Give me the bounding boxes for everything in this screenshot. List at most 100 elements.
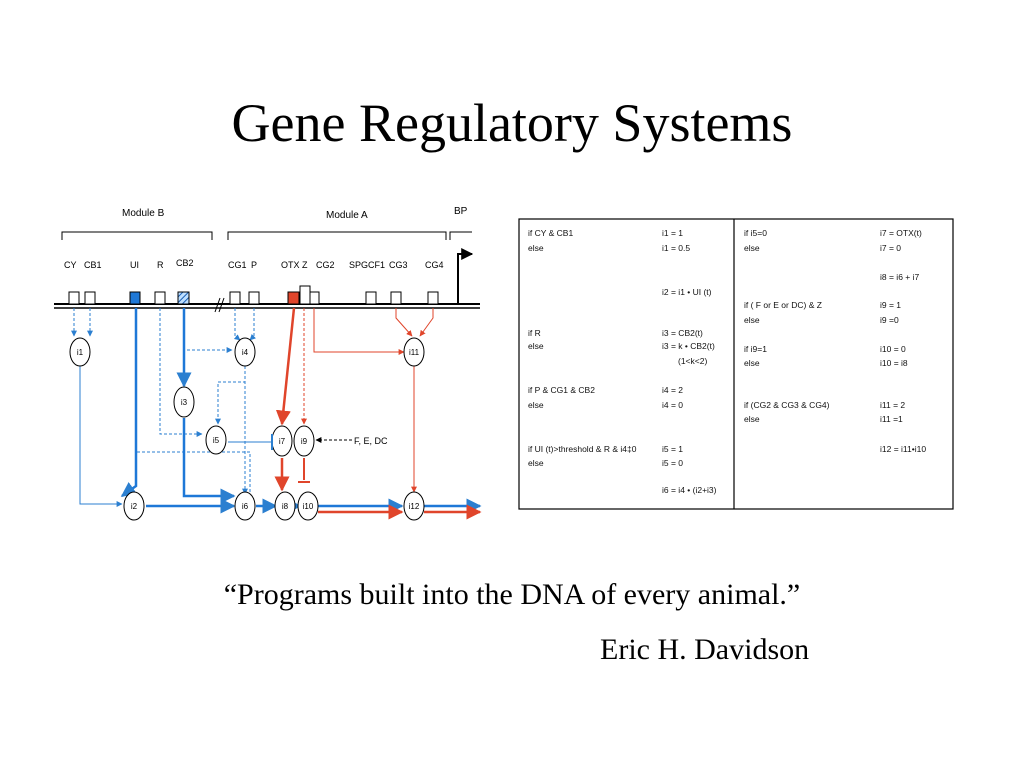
link-i9-i10	[298, 458, 310, 483]
left-cond-8: if UI (t)>threshold & R & i4‡0	[528, 444, 637, 454]
right-expr-4: i9 =0	[880, 315, 899, 325]
right-cond-0: if i5=0	[744, 228, 767, 238]
node-label-i3: i3	[181, 398, 188, 407]
site-box-cg4	[427, 291, 439, 305]
right-expr-9: i12 = i11•i10	[880, 444, 926, 454]
left-cond-7: else	[528, 400, 544, 410]
site-label-cg4: CG4	[425, 260, 444, 270]
link-cg1-i4	[233, 308, 241, 341]
link-cg4-i11	[419, 308, 434, 337]
left-expr-8: i5 = 1	[662, 444, 683, 454]
site-box-cg1	[229, 291, 241, 305]
node-label-i10: i10	[303, 502, 314, 511]
node-i9	[293, 425, 315, 457]
right-expr-8: i11 =1	[880, 414, 903, 424]
right-cond-6: else	[744, 358, 760, 368]
site-label-spgcf1: SPGCF1	[349, 260, 385, 270]
link-otx-i7	[275, 307, 296, 426]
right-expr-0: i7 = OTX(t)	[880, 228, 922, 238]
left-cond-4: else	[528, 341, 544, 351]
site-box-cg3	[390, 291, 402, 305]
link-i1-i2	[79, 366, 123, 507]
slide-title: Gene Regulatory Systems	[231, 93, 793, 153]
right-cond-4: else	[744, 315, 760, 325]
external-input-label: F, E, DC	[354, 436, 388, 446]
right-expr-5: i10 = 0	[880, 344, 906, 354]
site-box-cb2	[177, 291, 190, 305]
bp-label: BP	[454, 206, 468, 217]
left-cond-0: if CY & CB1	[528, 228, 573, 238]
node-label-i1: i1	[77, 348, 84, 357]
module-b-label: Module B	[122, 208, 165, 219]
module-a-bracket	[227, 231, 447, 240]
dna-break-mark	[214, 297, 221, 313]
site-label-r: R	[157, 260, 164, 270]
node-label-i12: i12	[409, 502, 420, 511]
node-label-i4: i4	[242, 348, 249, 357]
right-expr-7: i11 = 2	[880, 400, 905, 410]
node-i11	[403, 337, 425, 367]
site-label-z: Z	[302, 260, 308, 270]
site-box-z	[299, 285, 311, 305]
left-expr-6: i4 = 2	[662, 385, 683, 395]
site-box-spgcf1	[365, 291, 377, 305]
right-expr-6: i10 = i8	[880, 358, 908, 368]
left-expr-0: i1 = 1	[662, 228, 683, 238]
right-expr-1: i7 = 0	[880, 243, 901, 253]
left-expr-2: i2 = i1 • UI (t)	[662, 287, 712, 297]
transcription-start-arrow	[457, 248, 474, 304]
site-label-otx: OTX	[281, 260, 300, 270]
logic-table: if CY & CB1 i1 = 1 else i1 = 0.5 i2 = i1…	[518, 218, 954, 510]
node-i3	[173, 386, 195, 418]
left-cond-6: if P & CG1 & CB2	[528, 385, 595, 395]
node-label-i5: i5	[213, 436, 220, 445]
quote-author: Eric H. Davidson	[600, 633, 810, 666]
site-box-cy	[68, 291, 80, 305]
bp-bracket	[449, 231, 472, 240]
right-cond-7: if (CG2 & CG3 & CG4)	[744, 400, 830, 410]
link-cg2-i11	[313, 308, 405, 355]
left-cond-1: else	[528, 243, 544, 253]
left-cond-9: else	[528, 458, 544, 468]
node-label-i2: i2	[131, 502, 138, 511]
right-cond-5: if i9=1	[744, 344, 767, 354]
site-label-cb2: CB2	[176, 258, 194, 268]
left-expr-3: i3 = CB2(t)	[662, 328, 703, 338]
logic-table-border	[518, 218, 954, 510]
left-cond-3: if R	[528, 328, 541, 338]
site-box-otx	[287, 291, 300, 305]
link-cg3-i11	[395, 308, 413, 337]
node-i6	[234, 491, 256, 521]
site-label-cb1: CB1	[84, 260, 102, 270]
site-label-cy: CY	[64, 260, 77, 270]
link-i4-i5	[215, 366, 246, 425]
node-label-i11: i11	[409, 348, 420, 357]
dna-break-mark-2	[218, 297, 225, 313]
site-label-ui: UI	[130, 260, 139, 270]
cis-regulatory-diagram: Module B Module A BP CY CB1 UI R CB2 CG1…	[54, 206, 482, 521]
link-cb2-i4	[183, 308, 233, 353]
right-expr-3: i9 = 1	[880, 300, 901, 310]
node-label-i9: i9	[301, 437, 308, 446]
quote-text: “Programs built into the DNA of every an…	[223, 578, 801, 611]
site-box-r	[154, 291, 166, 305]
site-label-p: P	[251, 260, 257, 270]
link-i3-i6	[182, 418, 236, 504]
site-label-cg3: CG3	[389, 260, 408, 270]
site-label-cg1: CG1	[228, 260, 247, 270]
left-expr-1: i1 = 0.5	[662, 243, 690, 253]
module-b-bracket	[61, 231, 213, 240]
node-i4	[234, 337, 256, 367]
node-label-i6: i6	[242, 502, 249, 511]
site-label-cg2: CG2	[316, 260, 335, 270]
right-cond-3: if ( F or E or DC) & Z	[744, 300, 822, 310]
right-expr-2: i8 = i6 + i7	[880, 272, 919, 282]
node-i1	[69, 337, 91, 367]
link-ui-i2	[120, 308, 138, 498]
node-label-i7: i7	[279, 437, 286, 446]
link-p-i4	[249, 308, 256, 341]
node-i5	[205, 425, 227, 455]
node-label-i8: i8	[282, 502, 289, 511]
left-expr-4: i3 = k • CB2(t)	[662, 341, 715, 351]
left-expr-10: i6 = i4 • (i2+i3)	[662, 485, 717, 495]
